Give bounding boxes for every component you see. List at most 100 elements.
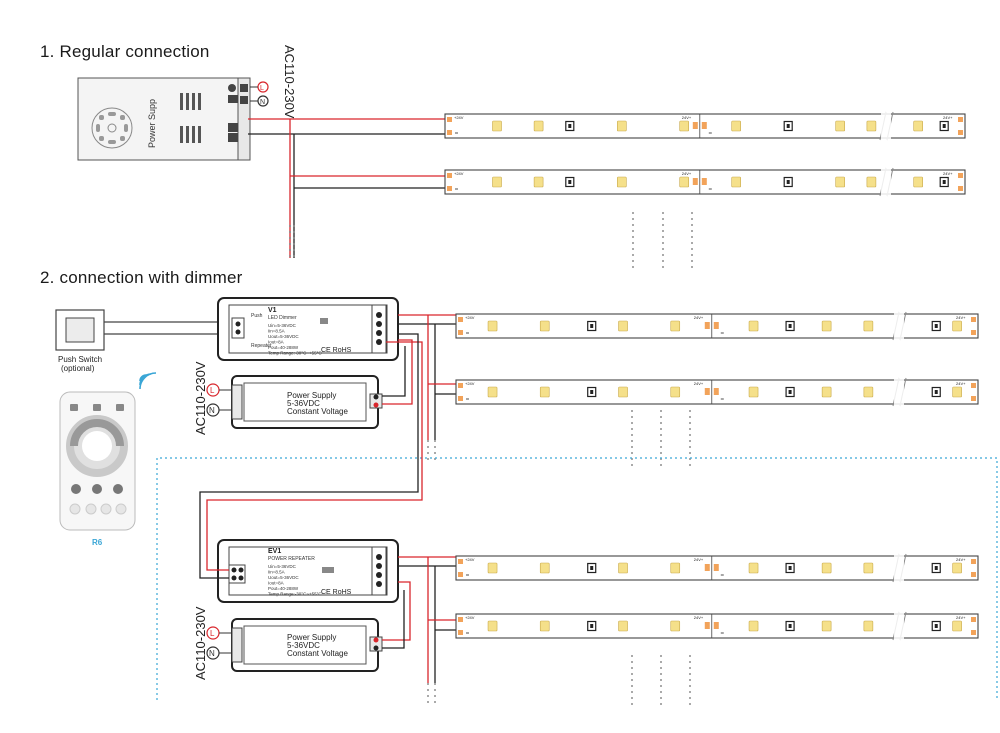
repeater-live-symbol: L [210, 629, 215, 638]
spec-line: Uout=5-36VDC [268, 334, 299, 339]
repeater-marks: CE RoHS [321, 589, 352, 596]
spec-line: Iout=8A [268, 340, 284, 345]
strip-mid-label: 24V+ [682, 115, 692, 120]
dimmer-neutral-symbol: N [209, 406, 215, 415]
repeater-psu-line2: 5-36VDC [287, 641, 320, 650]
led-chip [670, 320, 681, 332]
strip-end-label: 24V+ [956, 615, 966, 620]
led-chip [866, 176, 877, 188]
led-chip [539, 320, 550, 332]
dimmer-model: V1 [268, 307, 277, 314]
led-chip [670, 386, 681, 398]
strip-mid-label: 24V+ [694, 557, 704, 562]
spec-line: Temp Range:-30°C~+55°C [268, 351, 322, 356]
solder-pad [447, 130, 452, 135]
spec-line: Uin=5-36VDC [268, 323, 297, 328]
led-chip [533, 176, 544, 188]
section1-wires [248, 118, 445, 258]
led-chip [492, 120, 502, 132]
dimmer-ln-icons [206, 383, 232, 417]
led-chip [866, 120, 877, 132]
spec-line: Iin=8.5A [268, 570, 285, 575]
led-chip [821, 620, 832, 632]
led-chip [539, 562, 550, 574]
strip-end-label: 24V+ [956, 315, 966, 320]
solder-pad [692, 122, 698, 129]
strip-plus-label: +24V [465, 615, 475, 620]
solder-pad [458, 396, 463, 401]
led-chip [679, 120, 690, 132]
led-chip [731, 176, 742, 188]
strip-end-label: 24V+ [943, 171, 953, 176]
solder-pad [704, 564, 710, 571]
remote-control-r6[interactable] [59, 391, 136, 531]
solder-pad [713, 564, 719, 571]
repeater-boundary [156, 457, 998, 700]
solder-pad [971, 396, 976, 401]
strip-plus-label: +24V [465, 557, 475, 562]
led-chip [670, 562, 681, 574]
solder-pad [458, 330, 463, 335]
strip-end-label: 24V+ [956, 557, 966, 562]
led-chip [492, 176, 502, 188]
spec-line: Temp Range:-30°C~+55°C [268, 592, 322, 597]
led-chip [618, 620, 628, 632]
solder-pad [704, 622, 710, 629]
solder-pad [704, 388, 710, 395]
strip-mid-label: 24V+ [682, 171, 692, 176]
section1-title: 1. Regular connection [40, 42, 210, 61]
dimmer-live-symbol: L [210, 386, 215, 395]
led-chip [679, 176, 690, 188]
led-chip [618, 386, 628, 398]
dimmer-v1 [217, 297, 399, 361]
spec-line: Iout=8A [268, 581, 284, 586]
led-chip [670, 620, 681, 632]
led-chip [952, 386, 962, 398]
led-chip [616, 120, 627, 132]
solder-pad [458, 617, 463, 622]
strip-end-label: 24V+ [956, 381, 966, 386]
dimmer-psu-line3: Constant Voltage [287, 407, 348, 416]
live-symbol: L [260, 85, 264, 92]
wireless-signal-icon [139, 372, 157, 390]
strip-plus-label: +24V [454, 115, 464, 120]
solder-pad [971, 330, 976, 335]
led-chip [952, 320, 962, 332]
led-chip [618, 562, 628, 574]
solder-pad [447, 186, 452, 191]
led-chip [835, 120, 846, 132]
led-chip [748, 320, 759, 332]
solder-pad [458, 572, 463, 577]
led-chip [533, 120, 544, 132]
push-switch-label: Push Switch [58, 355, 102, 364]
solder-pad [458, 383, 463, 388]
solder-pad [958, 173, 963, 178]
led-chip [821, 386, 832, 398]
solder-pad [447, 117, 452, 122]
led-chip [821, 320, 832, 332]
led-chip [863, 320, 874, 332]
repeater-ev1 [217, 539, 399, 603]
solder-pad [971, 572, 976, 577]
section1-power-supply [77, 77, 251, 161]
push-switch[interactable] [55, 309, 105, 351]
section2-title: 2. connection with dimmer [40, 268, 243, 287]
dimmer-psu-line2: 5-36VDC [287, 399, 320, 408]
led-strip: +24V 24V+ 24V+ [455, 553, 979, 583]
repeater-neutral-symbol: N [209, 649, 215, 658]
solder-pad [958, 117, 963, 122]
push-switch-optional: (optional) [61, 364, 95, 373]
strip-plus-label: +24V [465, 315, 475, 320]
spec-line: Uin=5-36VDC [268, 564, 297, 569]
section2-wires [199, 314, 456, 683]
led-chip [731, 120, 742, 132]
dimmer-term-repeater: Repeater [251, 343, 272, 349]
dimmer-psu-line1: Power Supply [287, 391, 336, 400]
led-chip [913, 176, 924, 188]
solder-pad [971, 630, 976, 635]
